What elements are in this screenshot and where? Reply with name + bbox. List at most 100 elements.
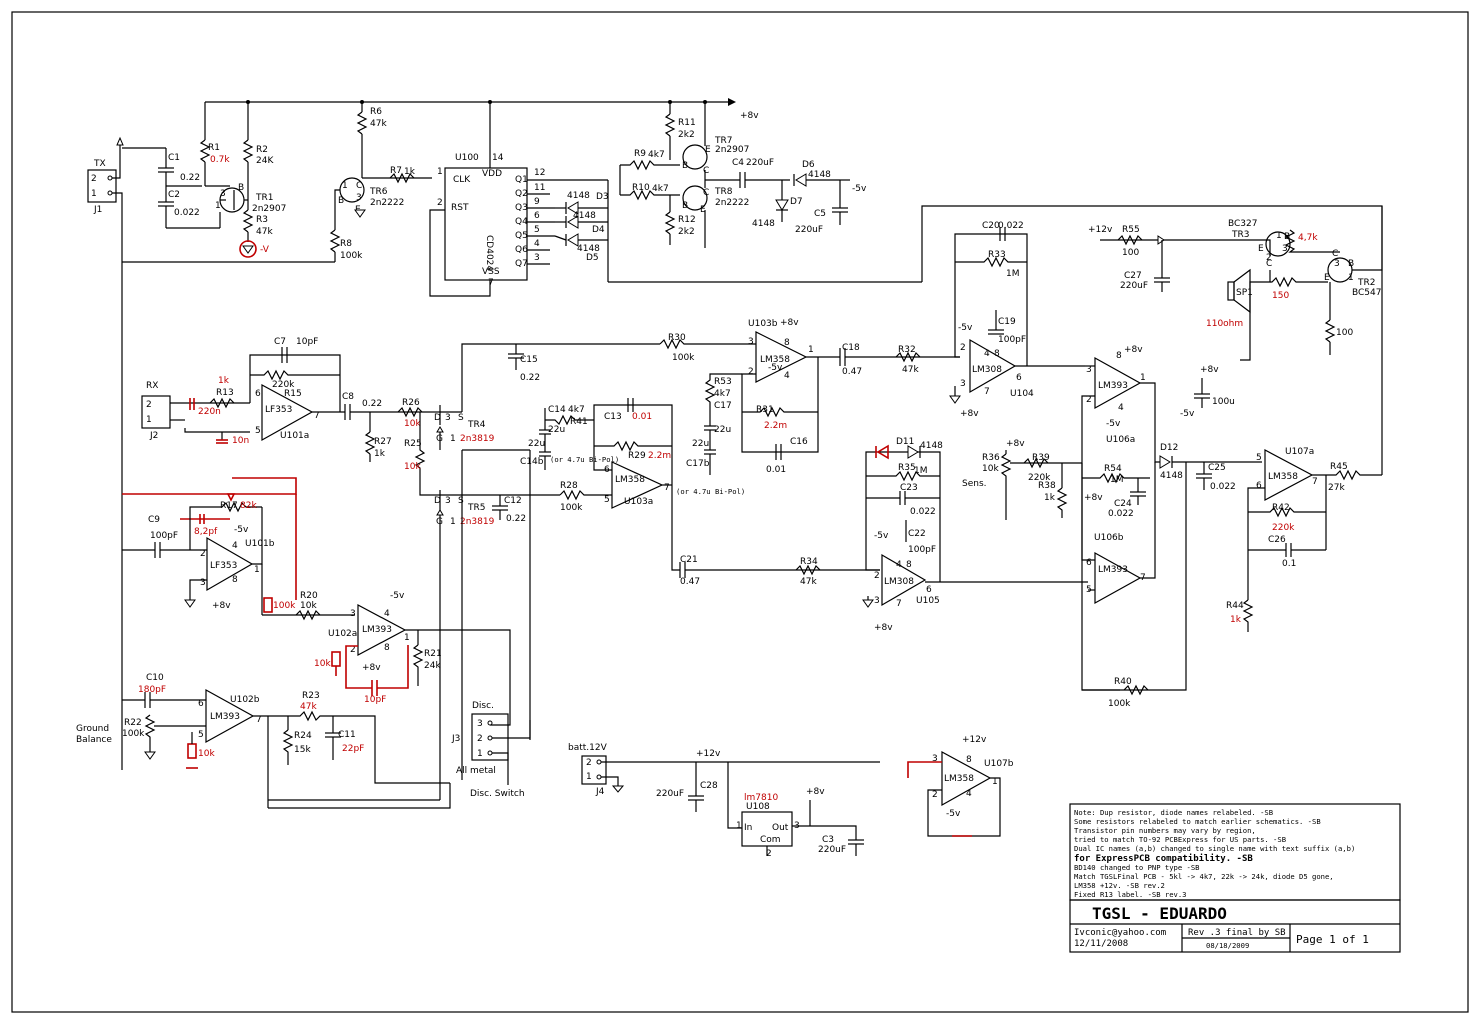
svg-text:1: 1 bbox=[437, 167, 443, 177]
svg-text:R35: R35 bbox=[898, 463, 916, 473]
svg-text:U102a: U102a bbox=[328, 629, 357, 639]
svg-text:100k: 100k bbox=[273, 601, 296, 611]
svg-text:10k: 10k bbox=[982, 464, 999, 474]
svg-text:R40: R40 bbox=[1114, 677, 1132, 687]
svg-text:10k: 10k bbox=[198, 749, 215, 759]
svg-text:LF353: LF353 bbox=[210, 561, 237, 571]
svg-text:S: S bbox=[458, 413, 464, 423]
svg-text:Match TGSLFinal PCB - 5kl -> 4: Match TGSLFinal PCB - 5kl -> 4k7, 22k ->… bbox=[1074, 872, 1334, 881]
svg-text:220uF: 220uF bbox=[656, 789, 684, 799]
svg-text:22u: 22u bbox=[528, 439, 545, 449]
svg-text:+8v: +8v bbox=[362, 663, 381, 673]
c15-c12: C15 0.22 C12 0.22 bbox=[492, 344, 540, 524]
svg-text:24k: 24k bbox=[424, 661, 441, 671]
output-stage: +12v R55 100 C27 220uF BC327 TR3 E C 2 1… bbox=[1088, 206, 1383, 361]
svg-text:R22: R22 bbox=[124, 718, 142, 728]
svg-text:Out: Out bbox=[772, 823, 789, 833]
svg-text:9: 9 bbox=[534, 197, 540, 207]
svg-text:R39: R39 bbox=[1032, 453, 1050, 463]
svg-text:R3: R3 bbox=[256, 215, 268, 225]
svg-text:0.47: 0.47 bbox=[680, 577, 700, 587]
svg-text:4148: 4148 bbox=[577, 244, 600, 254]
svg-text:1: 1 bbox=[146, 415, 152, 425]
battery-regulator: batt.12V 2 1 J4 +12v C28 220uF lm7810 U1… bbox=[568, 743, 880, 859]
svg-text:3: 3 bbox=[445, 496, 451, 506]
u107b-lm358: LM358 U107b +12v -5v 3 2 8 4 1 bbox=[907, 735, 1014, 837]
svg-text:2: 2 bbox=[874, 571, 880, 581]
svg-text:C: C bbox=[703, 166, 709, 176]
svg-text:1: 1 bbox=[477, 749, 483, 759]
svg-text:2: 2 bbox=[766, 849, 772, 859]
svg-text:100pF: 100pF bbox=[150, 531, 178, 541]
svg-text:1: 1 bbox=[450, 517, 456, 527]
svg-text:6: 6 bbox=[926, 585, 932, 595]
svg-text:1k: 1k bbox=[218, 376, 230, 386]
svg-text:5: 5 bbox=[255, 426, 261, 436]
svg-text:1k: 1k bbox=[374, 449, 386, 459]
svg-text:4k7: 4k7 bbox=[648, 150, 665, 160]
u106a-lm393: LM393 U106a 3 2 1 8 4 +8v -5v +8v 100u -… bbox=[1081, 345, 1235, 691]
svg-text:VSS: VSS bbox=[482, 267, 500, 277]
svg-text:+8v: +8v bbox=[1006, 439, 1025, 449]
svg-text:Page 1 of 1: Page 1 of 1 bbox=[1296, 933, 1369, 946]
svg-text:TR3: TR3 bbox=[1231, 230, 1249, 240]
svg-text:R33: R33 bbox=[988, 250, 1006, 260]
svg-text:+8v: +8v bbox=[960, 409, 979, 419]
svg-text:SP1: SP1 bbox=[1236, 288, 1253, 298]
svg-text:C27: C27 bbox=[1124, 271, 1142, 281]
svg-text:R24: R24 bbox=[294, 731, 312, 741]
svg-text:R29: R29 bbox=[628, 451, 646, 461]
svg-text:R36: R36 bbox=[982, 453, 1000, 463]
svg-text:R11: R11 bbox=[678, 118, 696, 128]
svg-text:2.2m: 2.2m bbox=[764, 421, 787, 431]
svg-text:2k2: 2k2 bbox=[678, 227, 695, 237]
svg-text:5: 5 bbox=[534, 225, 540, 235]
svg-text:6: 6 bbox=[1086, 558, 1092, 568]
svg-text:Q7: Q7 bbox=[515, 259, 528, 269]
svg-text:12/11/2008: 12/11/2008 bbox=[1074, 939, 1128, 949]
svg-text:R54: R54 bbox=[1104, 464, 1122, 474]
svg-text:C17: C17 bbox=[714, 401, 732, 411]
svg-text:C: C bbox=[703, 188, 709, 198]
svg-text:3: 3 bbox=[356, 193, 362, 203]
svg-text:0.022: 0.022 bbox=[998, 221, 1024, 231]
svg-text:C2: C2 bbox=[168, 190, 180, 200]
svg-text:22u: 22u bbox=[548, 425, 565, 435]
svg-text:8: 8 bbox=[784, 338, 790, 348]
svg-text:4: 4 bbox=[534, 239, 540, 249]
svg-text:R1: R1 bbox=[208, 143, 220, 153]
svg-text:4: 4 bbox=[984, 349, 990, 359]
svg-text:4: 4 bbox=[784, 371, 790, 381]
red-modification-r17: 100k R17 82k 8,2pf bbox=[122, 477, 297, 613]
svg-text:B: B bbox=[338, 196, 344, 206]
svg-text:4148: 4148 bbox=[808, 170, 831, 180]
svg-text:1k: 1k bbox=[1230, 615, 1242, 625]
svg-text:C3: C3 bbox=[822, 835, 834, 845]
rx-connector: RX 2 1 J2 220n 10n bbox=[141, 381, 250, 446]
svg-text:TR1: TR1 bbox=[255, 193, 273, 203]
svg-text:2k2: 2k2 bbox=[678, 130, 695, 140]
svg-text:LM393: LM393 bbox=[1098, 565, 1128, 575]
svg-text:C18: C18 bbox=[842, 343, 860, 353]
svg-text:C11: C11 bbox=[338, 730, 356, 740]
svg-text:BC327: BC327 bbox=[1228, 219, 1257, 229]
svg-text:3: 3 bbox=[220, 189, 226, 199]
svg-text:22u: 22u bbox=[714, 425, 731, 435]
svg-text:R6: R6 bbox=[370, 107, 382, 117]
tr4-tr5: D 3 S TR4 2n3819 G 1 D 3 S TR5 2n3819 G … bbox=[268, 343, 660, 801]
svg-text:47k: 47k bbox=[902, 365, 919, 375]
c8-r26-r25-r27: C8 0.22 R26 10k R27 1k R25 10k bbox=[342, 392, 430, 496]
svg-text:47k: 47k bbox=[370, 119, 387, 129]
page-title: TGSL - EDUARDO bbox=[1092, 904, 1227, 923]
svg-text:0.01: 0.01 bbox=[766, 465, 786, 475]
svg-text:1: 1 bbox=[404, 633, 410, 643]
svg-text:R25: R25 bbox=[404, 439, 422, 449]
svg-text:TR6: TR6 bbox=[369, 187, 388, 197]
svg-text:Q4: Q4 bbox=[515, 217, 528, 227]
svg-text:U105: U105 bbox=[916, 596, 940, 606]
svg-text:R45: R45 bbox=[1330, 462, 1348, 472]
svg-text:5: 5 bbox=[1256, 453, 1262, 463]
svg-text:4: 4 bbox=[1118, 403, 1124, 413]
svg-text:Ground: Ground bbox=[76, 724, 109, 734]
svg-text:3: 3 bbox=[1334, 259, 1340, 269]
